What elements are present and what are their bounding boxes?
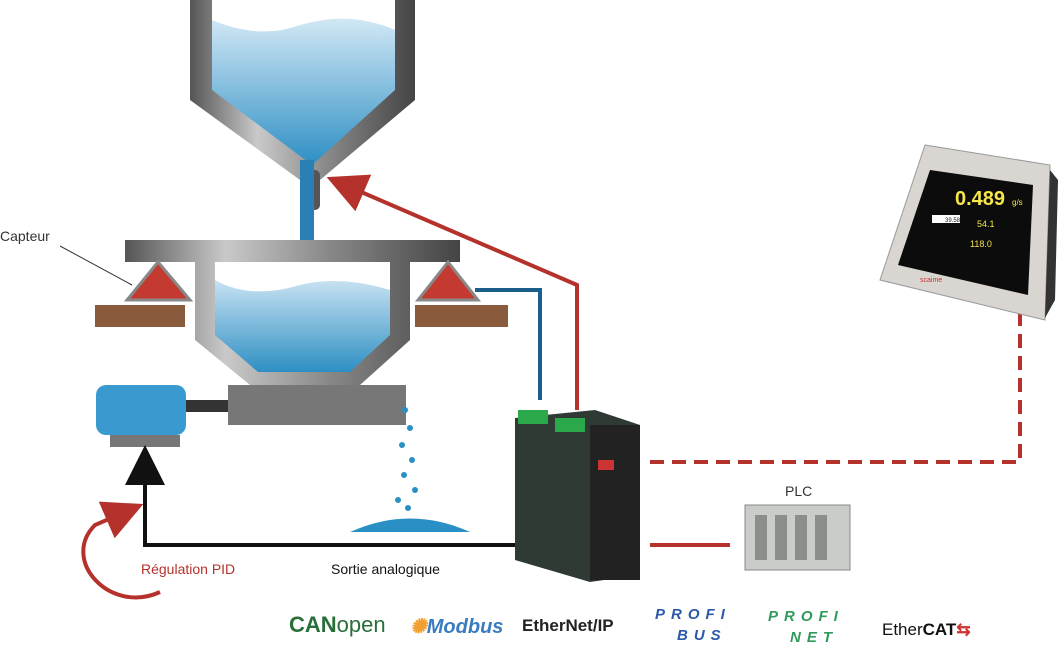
analog-output-line <box>125 445 515 547</box>
plc-device <box>744 504 851 571</box>
hmi-link-line <box>650 305 1022 464</box>
left-platform <box>95 305 185 327</box>
modbus-logo: ✺Modbus <box>410 616 504 638</box>
powder-drops <box>350 407 470 532</box>
upper-hopper <box>190 0 415 180</box>
hmi-main-value: 0.489 <box>955 188 1005 210</box>
ethernetip-logo: EtherNet/IP <box>522 616 614 635</box>
hmi-brand: scaime <box>920 277 942 284</box>
motor <box>96 385 228 447</box>
plc-label: PLC <box>785 483 813 499</box>
sensor-signal-line <box>475 288 542 400</box>
canopen-logo: CANopen <box>289 612 386 637</box>
hmi-value-3: 118.0 <box>970 239 992 249</box>
sensor-leader-line <box>59 245 133 286</box>
sensor-label: Capteur <box>0 228 50 244</box>
pid-label: Régulation PID <box>141 561 236 577</box>
ethercat-logo: EtherCAT⇆ <box>882 620 971 639</box>
setpoint-line <box>326 174 579 410</box>
analog-output-label: Sortie analogique <box>331 561 440 577</box>
lower-hopper <box>125 240 460 425</box>
hmi-main-unit: g/s <box>1012 198 1023 207</box>
left-load-cell-icon <box>123 259 194 302</box>
hmi-touchscreen: 0.489 g/s 54.1 118.0 39.58 scaime <box>879 144 1058 321</box>
hmi-field-value: 39.58 <box>945 218 961 224</box>
hmi-value-2: 54.1 <box>977 219 995 229</box>
weighing-controller <box>515 410 640 582</box>
right-platform <box>415 305 508 327</box>
pid-loop-arrow <box>81 501 161 600</box>
right-load-cell-icon <box>414 259 482 302</box>
